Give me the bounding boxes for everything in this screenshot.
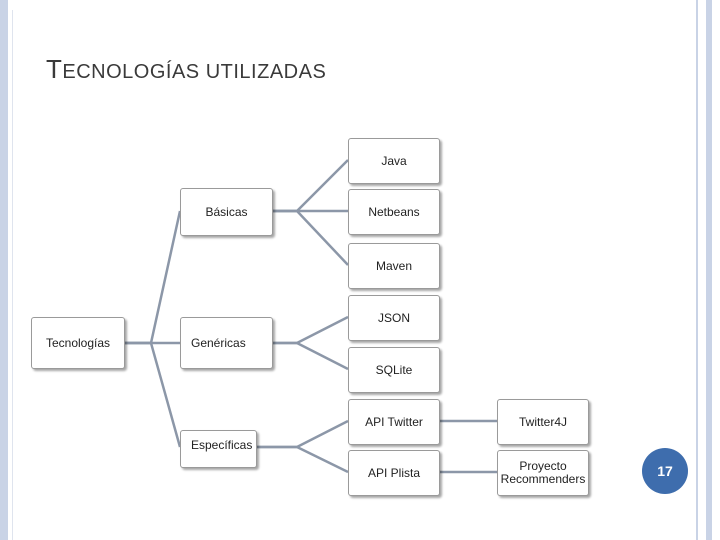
- node-especificas: Específicas: [180, 430, 257, 468]
- node-proyecto-recommenders: Proyecto Recommenders: [497, 450, 589, 496]
- node-twitter4j: Twitter4J: [497, 399, 589, 445]
- connector-basicas-java: [273, 159, 349, 213]
- node-tecnologias: Tecnologías: [31, 317, 125, 369]
- slide-title-initial: T: [46, 54, 63, 84]
- connector-basicas-maven: [273, 209, 349, 266]
- node-api-plista: API Plista: [348, 450, 440, 496]
- node-api-twitter: API Twitter: [348, 399, 440, 445]
- connector-root-basicas: [125, 210, 182, 345]
- slide-frame-right-outer: [706, 0, 712, 540]
- slide-title: TECNOLOGÍAS UTILIZADAS: [46, 54, 326, 85]
- slide-title-rest: ECNOLOGÍAS UTILIZADAS: [62, 61, 327, 83]
- connector-genericas-json: [273, 315, 349, 345]
- slide-frame-right: [696, 0, 698, 540]
- connector-especificas-apitwitter: [257, 419, 349, 449]
- node-sqlite: SQLite: [348, 347, 440, 393]
- page-number: 17: [657, 463, 673, 479]
- node-basicas: Básicas: [180, 188, 273, 236]
- connector-genericas-sqlite: [273, 341, 349, 371]
- slide-inner-border: [12, 10, 695, 540]
- page-number-badge: 17: [642, 448, 688, 494]
- node-java: Java: [348, 138, 440, 184]
- node-netbeans: Netbeans: [348, 189, 440, 235]
- connector-root-especificas: [125, 341, 182, 448]
- node-maven: Maven: [348, 243, 440, 289]
- connector-especificas-apiplista: [257, 445, 349, 474]
- node-genericas: Genéricas: [180, 317, 273, 369]
- node-json: JSON: [348, 295, 440, 341]
- slide-frame-left: [0, 0, 8, 540]
